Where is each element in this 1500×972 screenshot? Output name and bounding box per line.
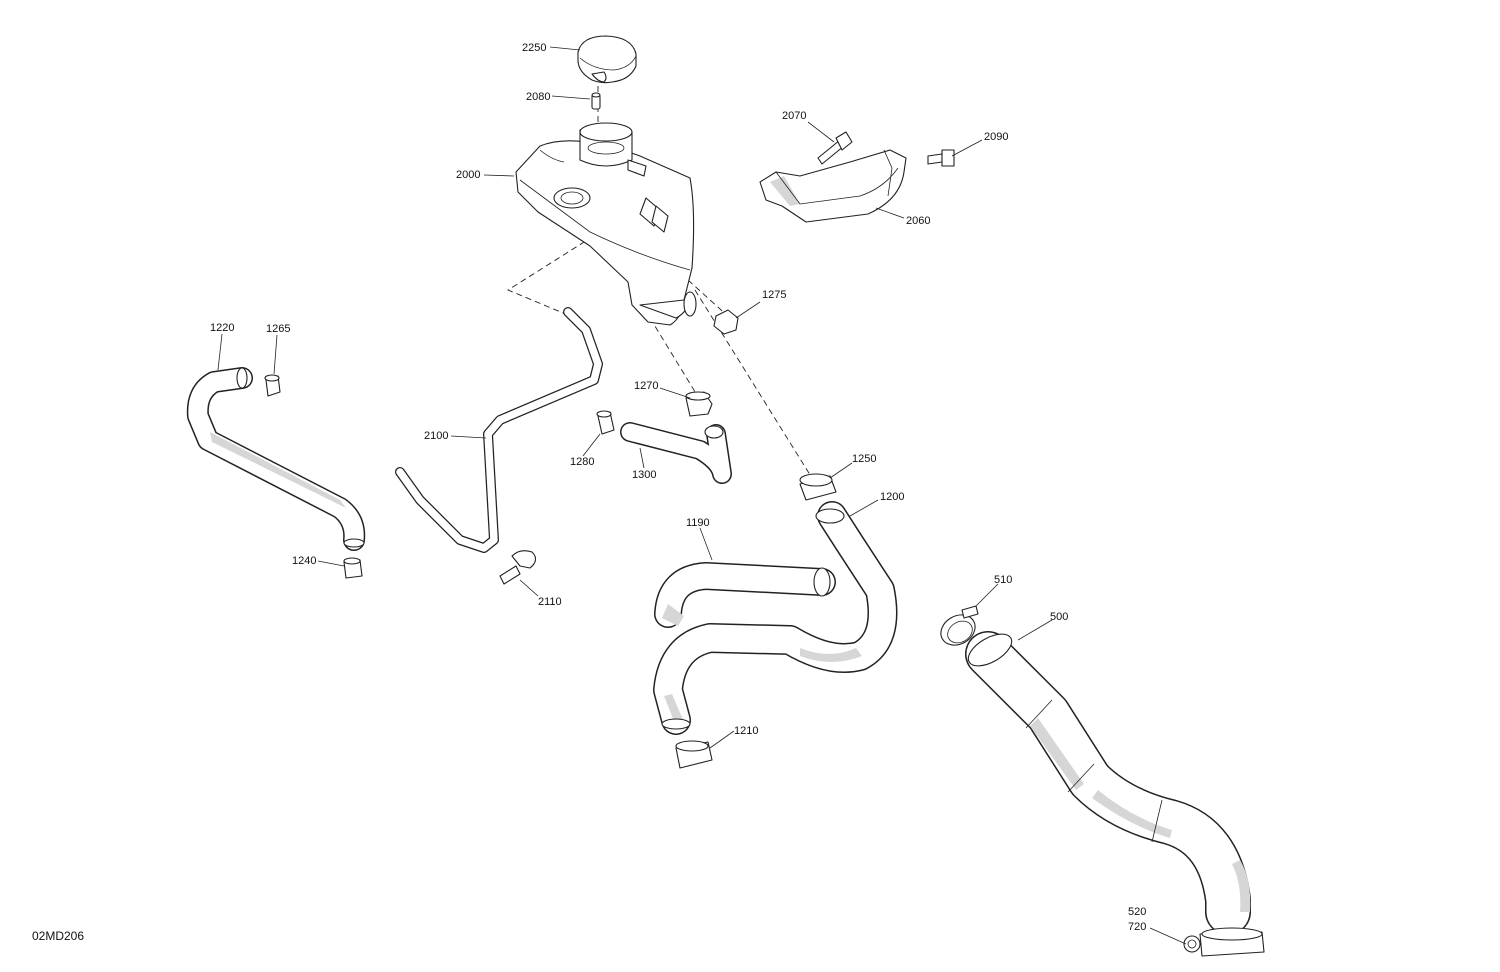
hose-500[interactable] [963,628,1251,935]
reservoir-cap-2250[interactable] [577,35,637,84]
label-1240: 1240 [292,555,316,567]
hose-1220[interactable] [186,367,366,551]
clamp-1280[interactable] [596,410,615,435]
label-2250: 2250 [522,42,546,54]
label-1280: 1280 [570,456,594,468]
clip-2110[interactable] [499,550,537,585]
bracket-2060[interactable] [759,149,907,223]
label-1300: 1300 [632,469,656,481]
label-2000: 2000 [456,169,480,181]
label-2090: 2090 [984,131,1008,143]
clamp-1210[interactable] [675,740,713,769]
label-2100: 2100 [424,430,448,442]
label-500: 500 [1050,611,1068,623]
label-1250: 1250 [852,453,876,465]
clamp-1240[interactable] [343,557,363,579]
clamp-1270[interactable] [685,391,713,417]
label-1200: 1200 [880,491,904,503]
label-2110: 2110 [538,596,562,608]
diagram-code: 02MD206 [32,929,84,943]
clamp-1265[interactable] [264,374,281,397]
coolant-reservoir-2000[interactable] [515,122,697,326]
label-1265: 1265 [266,323,290,335]
bolt-2090[interactable] [927,149,955,167]
clamp-520-720[interactable] [1183,927,1265,957]
label-1190: 1190 [686,517,710,529]
pin-2080[interactable] [591,92,601,110]
label-1270: 1270 [634,380,658,392]
part-labels: 2250 2080 2070 2090 2000 2060 1275 1220 … [210,42,1146,933]
label-1210: 1210 [734,725,758,737]
hose-2100[interactable] [395,307,603,553]
hose-1190[interactable] [654,562,836,628]
label-520: 520 [1128,906,1146,918]
bolt-2070[interactable] [817,131,853,165]
label-720: 720 [1128,921,1146,933]
clamp-1250[interactable] [799,473,837,501]
leader-lines [217,46,1187,945]
label-1275: 1275 [762,289,786,301]
label-2060: 2060 [906,215,930,227]
label-2080: 2080 [526,91,550,103]
label-1220: 1220 [210,322,234,334]
grommet-1275[interactable] [713,309,739,335]
hose-1300[interactable] [620,422,732,484]
hose-1200[interactable] [653,501,898,735]
label-510: 510 [994,574,1012,586]
label-2070: 2070 [782,110,806,122]
clamp-510[interactable] [935,605,980,651]
